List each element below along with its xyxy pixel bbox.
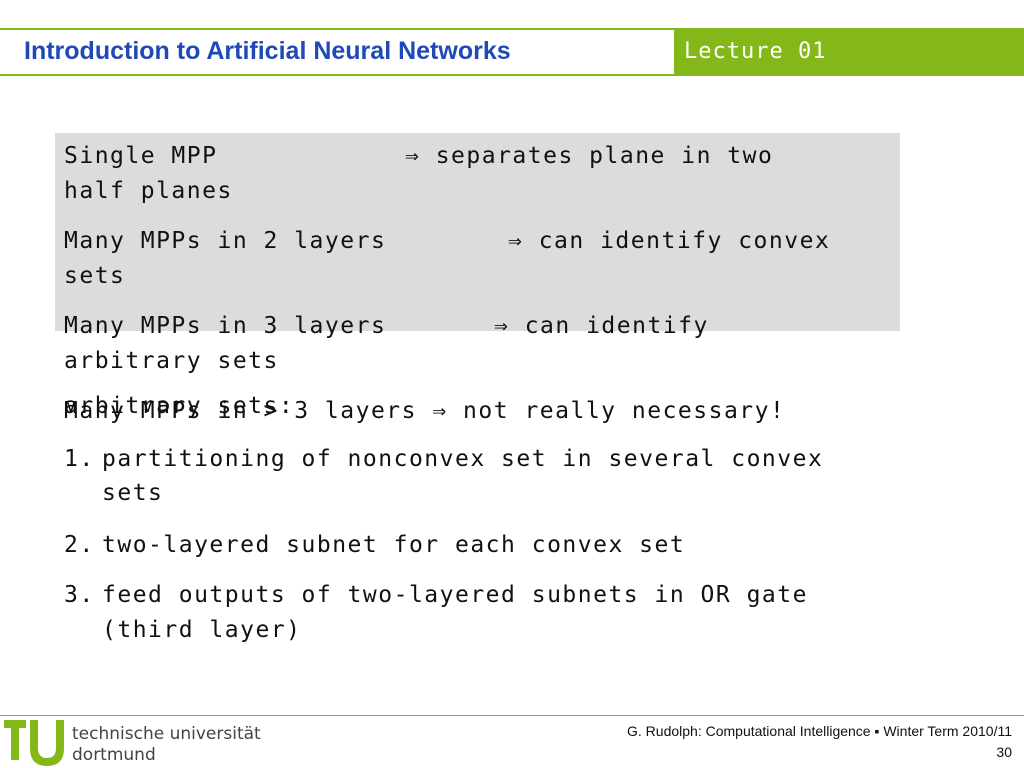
header-top-rule <box>0 28 1024 30</box>
box-line-single-mpp-result: ⇒ separates plane in two <box>405 143 774 169</box>
box-line-single-mpp: Single MPP <box>64 143 218 169</box>
overlap-more-layers-text: Many MPPs in > 3 layers <box>64 398 417 424</box>
header-bottom-rule <box>0 74 1024 76</box>
list-item-2-text: two-layered subnet for each convex set <box>102 532 686 558</box>
overlap-arbitrary-sets: arbitrary sets: <box>64 393 295 419</box>
university-name-line1: technische universität <box>72 724 261 744</box>
box-line-three-layers: Many MPPs in 3 layers <box>64 313 387 339</box>
box-line-sets: sets <box>64 263 126 289</box>
overlap-more-layers: Many MPPs in > 3 layers ⇒ not really nec… <box>64 398 785 424</box>
box-line-two-layers: Many MPPs in 2 layers <box>64 228 387 254</box>
list-item-3-number: 3. <box>64 582 95 608</box>
list-item-1-text-cont: sets <box>102 480 164 506</box>
slide-title: Introduction to Artificial Neural Networ… <box>24 37 511 65</box>
footer-credit: G. Rudolph: Computational Intelligence ▪… <box>627 723 1012 739</box>
page-number: 30 <box>996 744 1012 760</box>
list-item-2-number: 2. <box>64 532 95 558</box>
university-name: technische universität dortmund <box>72 724 261 766</box>
box-line-half-planes: half planes <box>64 178 233 204</box>
overlap-more-layers-result: ⇒ not really necessary! <box>432 398 786 424</box>
university-name-line2: dortmund <box>72 745 156 765</box>
list-item-1-text: partitioning of nonconvex set in several… <box>102 446 824 472</box>
lecture-badge: Lecture 01 <box>674 30 1024 74</box>
list-item-3-text-cont: (third layer) <box>102 617 302 643</box>
footer-rule <box>0 715 1024 716</box>
box-line-two-layers-result: ⇒ can identify convex <box>508 228 831 254</box>
box-line-three-layers-result: ⇒ can identify <box>494 313 709 339</box>
lecture-badge-label: Lecture 01 <box>684 39 827 64</box>
list-item-1-number: 1. <box>64 446 95 472</box>
box-line-arbitrary-sets: arbitrary sets <box>64 348 279 374</box>
summary-box <box>55 133 900 331</box>
tu-logo-icon <box>4 720 64 766</box>
list-item-3-text: feed outputs of two-layered subnets in O… <box>102 582 808 608</box>
